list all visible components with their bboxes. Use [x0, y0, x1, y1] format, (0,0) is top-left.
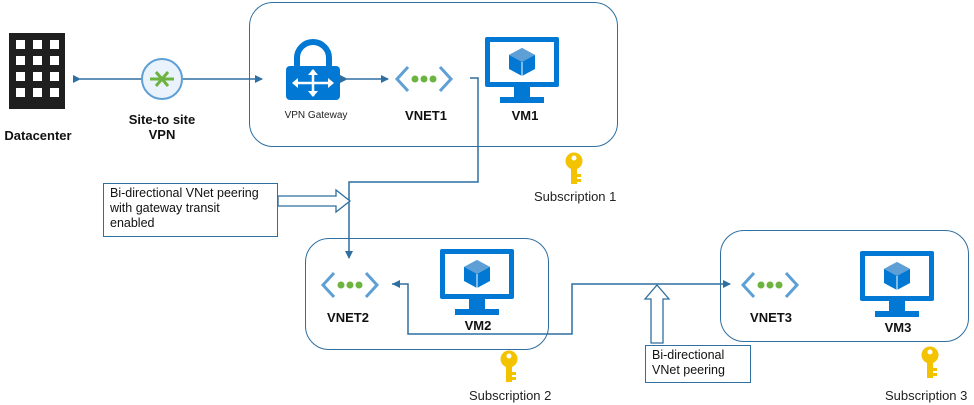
key-icon — [500, 350, 518, 382]
vm3-label: VM3 — [884, 320, 912, 335]
vpn-gateway-lock-icon — [286, 39, 340, 100]
callout-line: Bi-directional — [652, 348, 725, 362]
building-icon — [9, 33, 65, 109]
site-to-site-label-line2: VPN — [148, 127, 176, 142]
subscription-2-label: Subscription 2 — [469, 388, 552, 403]
vnet1-label: VNET1 — [405, 108, 447, 123]
vnet2-icon — [320, 271, 380, 299]
gateway-transit-callout: Bi-directional VNet peering with gateway… — [103, 183, 278, 237]
vnet2-label: VNET2 — [327, 310, 369, 325]
callout-line: enabled — [110, 216, 155, 230]
peering-pointer — [643, 284, 671, 344]
vm3-monitor-icon — [860, 251, 934, 317]
vm2-monitor-icon — [440, 249, 514, 315]
callout-line: with gateway transit — [110, 201, 220, 215]
vm2-label: VM2 — [464, 318, 492, 333]
peering-callout: Bi-directional VNet peering — [645, 345, 751, 383]
key-icon — [921, 346, 939, 378]
subscription-3-label: Subscription 3 — [885, 388, 968, 403]
datacenter-label: Datacenter — [4, 128, 72, 143]
vm1-monitor-icon — [485, 37, 559, 103]
vm1-label: VM1 — [511, 108, 539, 123]
vpn-connection-icon — [141, 58, 183, 100]
vnet2-vnet3-peering-line — [392, 280, 731, 335]
key-icon — [565, 152, 583, 184]
callout-line: VNet peering — [652, 363, 725, 377]
callout-line: Bi-directional VNet peering — [110, 186, 259, 200]
vnet3-icon — [740, 271, 800, 299]
vnet3-label: VNET3 — [750, 310, 792, 325]
vnet1-icon — [394, 65, 454, 93]
subscription-1-label: Subscription 1 — [534, 189, 617, 204]
gateway-transit-pointer — [277, 188, 352, 214]
vpn-gateway-label: VPN Gateway — [284, 110, 348, 121]
vnet1-vnet2-peering-line — [345, 77, 479, 259]
site-to-site-label-line1: Site-to site — [128, 112, 196, 127]
